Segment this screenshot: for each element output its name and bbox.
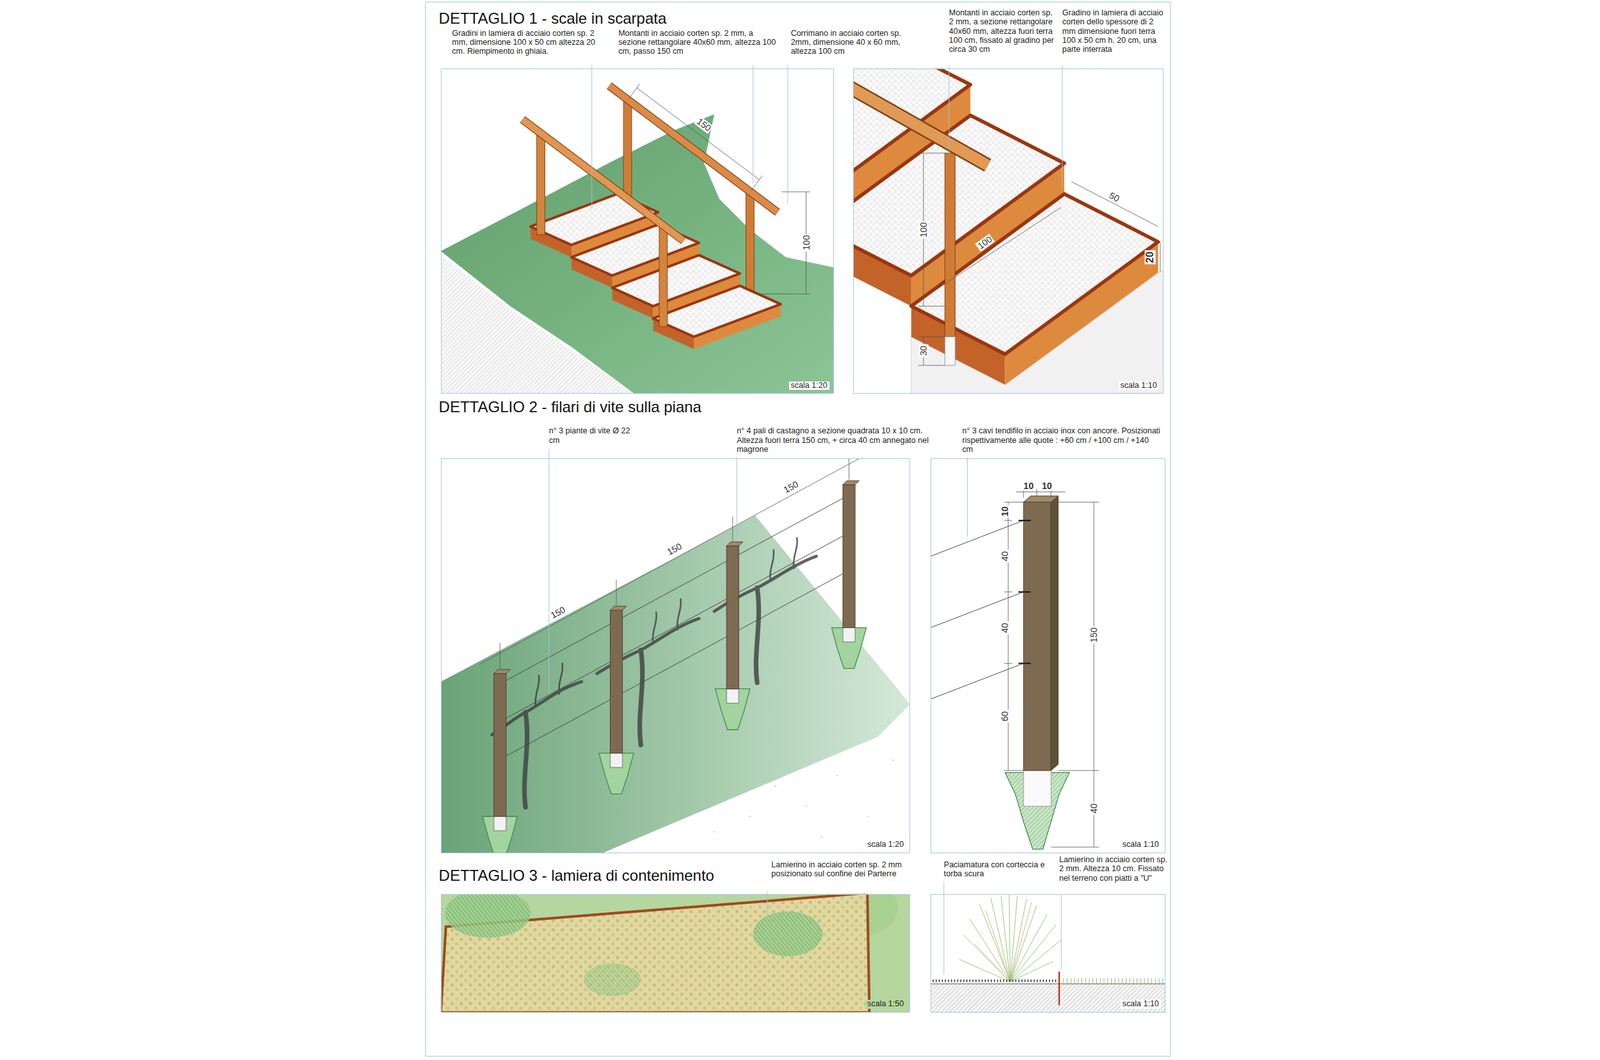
leader-lines xyxy=(949,65,1063,189)
scale-note: scala 1:10 xyxy=(1120,840,1161,850)
annotation: Gradino in lamiera di acciaio corten del… xyxy=(1062,8,1169,55)
sheet-frame xyxy=(425,1,1171,1056)
dimension: 100 xyxy=(974,233,995,252)
leader-lines xyxy=(944,881,1062,975)
dimension: 100 xyxy=(801,234,811,252)
dimension: 150 xyxy=(1089,625,1099,644)
scale-note: scala 1:10 xyxy=(1120,999,1161,1009)
dimension: 10 xyxy=(1040,481,1054,491)
detail-panel: scala 1:10 xyxy=(930,458,1166,854)
annotation: Lamierino in acciaio corten sp. 2 mm pos… xyxy=(771,860,914,879)
leader-lines xyxy=(967,456,968,537)
dimension: 40 xyxy=(1000,549,1010,563)
dimension: 10 xyxy=(1022,481,1035,491)
post-detail-illustration xyxy=(930,488,1099,850)
leader-lines xyxy=(549,449,737,695)
detail-heading: DETTAGLIO 1 - scale in scarpata xyxy=(439,10,667,27)
detail-panel: scala 1:50 xyxy=(440,894,911,1013)
detail-panel: scala 1:20 xyxy=(440,458,911,854)
scale-note: scala 1:50 xyxy=(865,999,906,1009)
detail-panel: scala 1:20 xyxy=(440,68,834,395)
leader-lines xyxy=(766,890,768,921)
dimension: 10 xyxy=(1000,504,1010,518)
scale-note: scala 1:10 xyxy=(1118,381,1160,391)
vineyard-illustration xyxy=(440,458,911,854)
parterre-plan-illustration xyxy=(440,894,911,1013)
annotation: Paciamatura con corteccia e torba scura xyxy=(944,860,1056,879)
leader-lines xyxy=(592,65,788,210)
edging-section-illustration xyxy=(930,894,1166,1013)
dimension: 150 xyxy=(694,115,715,134)
annotation: n° 3 cavi tendifilo in acciaio inox con … xyxy=(962,426,1162,454)
detail-panel: scala 1:10 xyxy=(853,68,1164,395)
annotation: n° 3 piante di vite Ø 22 cm xyxy=(549,426,641,445)
annotation: n° 4 pali di castagno a sezione quadrata… xyxy=(736,426,931,454)
annotation: Montanti in acciaio corten sp. 2 mm, a s… xyxy=(618,28,782,57)
annotation: Montanti in acciaio corten sp. 2 mm, a s… xyxy=(949,8,1058,55)
dimension: 40 xyxy=(1089,801,1099,815)
detail-panel: scala 1:10 xyxy=(930,894,1166,1013)
dimension: 30 xyxy=(919,344,929,358)
dimension: 100 xyxy=(919,220,929,239)
scale-note: scala 1:20 xyxy=(865,840,906,850)
scale-note: scala 1:20 xyxy=(789,381,830,391)
annotation: Corrimano in acciaio corten sp. 2mm, dim… xyxy=(791,28,919,57)
annotation: Gradini in lamiera di acciaio corten sp.… xyxy=(451,28,610,57)
annotation: Lamierino in acciaio corten sp. 2 mm. Al… xyxy=(1059,855,1170,883)
detail-heading: DETTAGLIO 3 - lamiera di contenimento xyxy=(439,867,715,884)
dimension: 60 xyxy=(1000,709,1010,723)
dimension: 150 xyxy=(780,478,801,496)
detail-heading: DETTAGLIO 2 - filari di vite sulla piana xyxy=(439,398,702,416)
stair-illustration xyxy=(440,83,834,395)
dimension: 150 xyxy=(548,604,569,621)
dimension: 40 xyxy=(1000,621,1010,635)
step-closeup-illustration xyxy=(853,68,1164,395)
dimension: 150 xyxy=(664,540,685,558)
dimension: 50 xyxy=(1106,190,1122,205)
dimension: 20 xyxy=(1144,250,1156,265)
